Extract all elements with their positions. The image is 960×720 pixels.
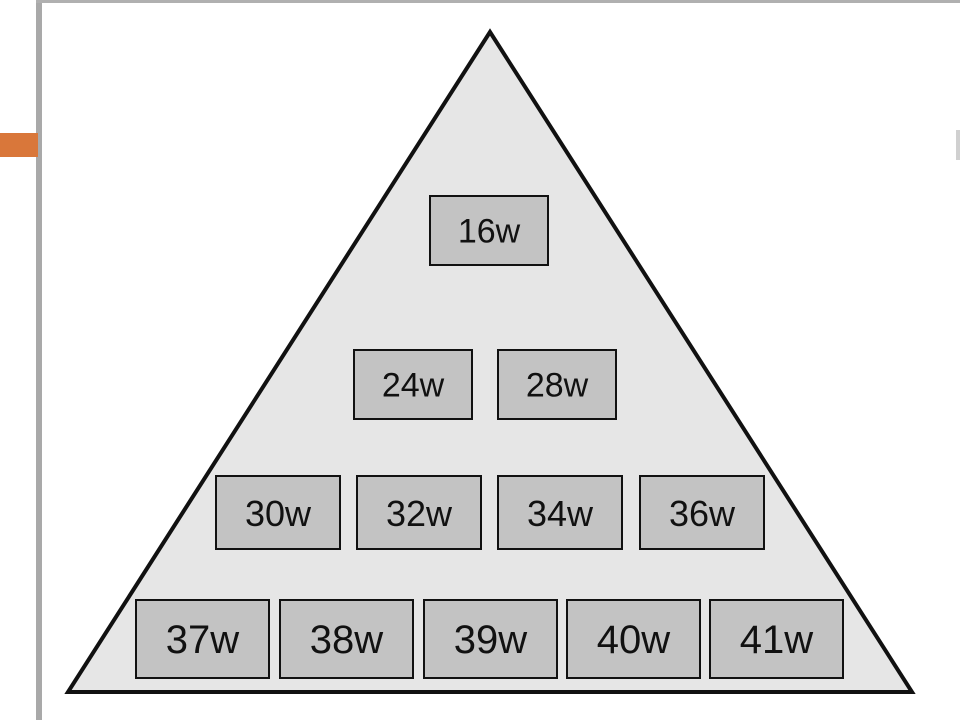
week-box-label: 38w — [310, 618, 383, 662]
week-box-34w: 34w — [497, 475, 623, 550]
week-box-rect — [279, 599, 414, 679]
week-box-rect — [356, 475, 482, 550]
week-box-label: 34w — [527, 493, 594, 534]
week-box-label: 37w — [166, 618, 239, 662]
week-box-rect — [639, 475, 765, 550]
pyramid-boxes: 16w 24w 28w 30w 32w 34w 36w 37w 38w 39w 40w 41w — [135, 195, 844, 679]
week-box-label: 41w — [740, 618, 813, 662]
week-box-30w: 30w — [215, 475, 341, 550]
right-edge-mark — [956, 130, 960, 160]
top-frame-line — [36, 0, 960, 3]
week-box-label: 16w — [458, 213, 521, 251]
week-box-36w: 36w — [639, 475, 765, 550]
pyramid-triangle — [64, 28, 916, 694]
week-box-rect — [423, 599, 558, 679]
week-box-16w: 16w — [429, 195, 549, 266]
orange-accent-bar — [0, 133, 38, 157]
week-box-39w: 39w — [423, 599, 558, 679]
week-box-label: 30w — [245, 493, 312, 534]
week-box-38w: 38w — [279, 599, 414, 679]
week-box-41w: 41w — [709, 599, 844, 679]
week-box-rect — [353, 349, 473, 420]
week-box-label: 24w — [382, 367, 445, 405]
week-box-rect — [709, 599, 844, 679]
week-box-32w: 32w — [356, 475, 482, 550]
left-frame-line — [36, 0, 42, 720]
week-box-label: 40w — [597, 618, 670, 662]
week-box-label: 39w — [454, 618, 527, 662]
week-box-28w: 28w — [497, 349, 617, 420]
week-box-24w: 24w — [353, 349, 473, 420]
week-box-label: 28w — [526, 367, 589, 405]
week-box-label: 36w — [669, 493, 736, 534]
week-box-label: 32w — [386, 493, 453, 534]
week-box-rect — [497, 349, 617, 420]
week-box-rect — [566, 599, 701, 679]
week-box-37w: 37w — [135, 599, 270, 679]
week-box-rect — [215, 475, 341, 550]
week-box-rect — [497, 475, 623, 550]
week-box-rect — [135, 599, 270, 679]
week-box-40w: 40w — [566, 599, 701, 679]
week-box-rect — [429, 195, 549, 266]
